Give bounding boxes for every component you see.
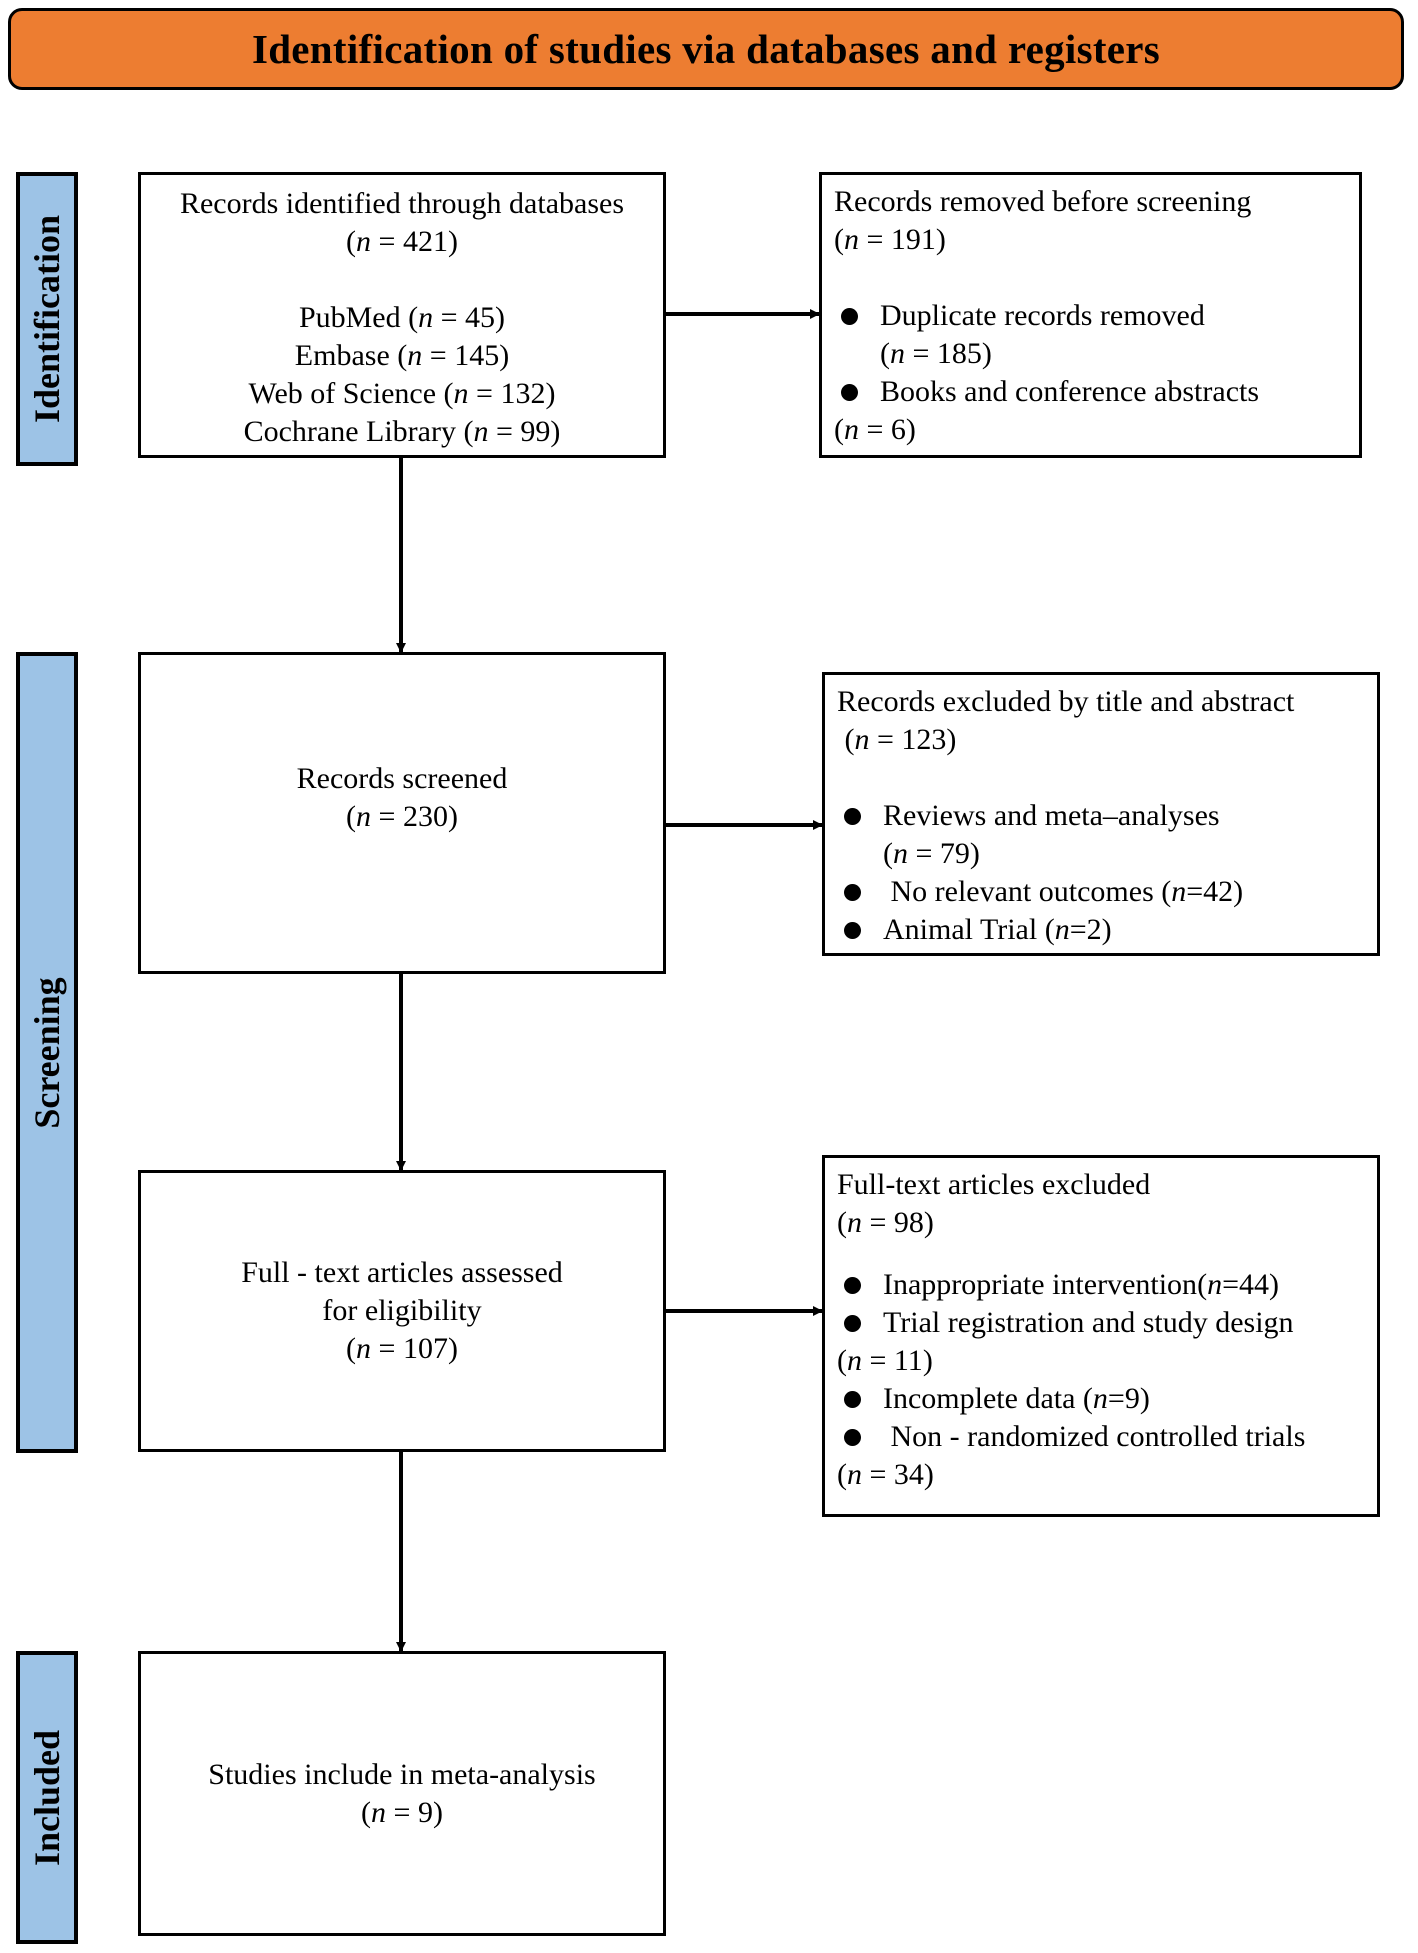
identified-box: Records identified through databases (n … xyxy=(138,172,666,458)
source-pubmed: PubMed (n = 45) xyxy=(298,301,506,334)
removed-item-duplicates-count: (n = 185) xyxy=(880,337,992,370)
excluded-full-item-nonrandomized-count: (n = 34) xyxy=(837,1458,934,1491)
removed-item-books: Books and conference abstracts xyxy=(834,373,1359,411)
bullet-icon xyxy=(844,1429,861,1446)
excluded-full-item-registration-count: (n = 11) xyxy=(837,1344,933,1377)
source-embase: Embase (n = 145) xyxy=(294,339,510,372)
identified-count: (n = 421) xyxy=(346,225,458,258)
removed-count: (n = 191) xyxy=(834,223,946,256)
identified-heading: Records identified through databases xyxy=(179,187,625,220)
diagram-title: Identification of studies via databases … xyxy=(251,26,1161,72)
included-box: Studies include in meta-analysis (n = 9) xyxy=(138,1651,666,1936)
source-web-of-science: Web of Science (n = 132) xyxy=(248,377,556,410)
title-banner: Identification of studies via databases … xyxy=(8,8,1404,90)
screened-count: (n = 230) xyxy=(346,800,458,833)
removed-item-duplicates: Duplicate records removed xyxy=(834,297,1359,335)
screened-box: Records screened (n = 230) xyxy=(138,652,666,974)
excluded-full-item-intervention: Inappropriate intervention(n = 44) xyxy=(837,1266,1377,1304)
excluded-full-item-incomplete: Incomplete data (n = 9) xyxy=(837,1380,1377,1418)
bullet-icon xyxy=(841,308,858,325)
removed-item-books-count: (n = 6) xyxy=(834,413,916,446)
stage-included: Included xyxy=(16,1651,78,1944)
excluded-title-box: Records excluded by title and abstract (… xyxy=(822,672,1380,956)
stage-identification: Identification xyxy=(16,172,78,466)
bullet-icon xyxy=(841,384,858,401)
excluded-title-item-outcomes: No relevant outcomes (n = 42) xyxy=(837,873,1377,911)
excluded-full-item-registration: Trial registration and study design xyxy=(837,1304,1377,1342)
assessed-line1: Full - text articles assessed xyxy=(241,1256,563,1289)
excluded-title-item-reviews: Reviews and meta–analyses xyxy=(837,797,1377,835)
bullet-icon xyxy=(844,1315,861,1332)
bullet-icon xyxy=(844,922,861,939)
excluded-full-heading: Full-text articles excluded xyxy=(837,1168,1151,1201)
bullet-icon xyxy=(844,884,861,901)
excluded-title-item-animal: Animal Trial (n = 2) xyxy=(837,911,1377,949)
excluded-title-count: (n = 123) xyxy=(837,723,957,756)
included-count: (n = 9) xyxy=(361,1795,443,1829)
bullet-icon xyxy=(844,808,861,825)
removed-box: Records removed before screening (n = 19… xyxy=(819,172,1362,458)
assessed-box: Full - text articles assessed for eligib… xyxy=(138,1170,666,1452)
assessed-count: (n = 107) xyxy=(346,1332,458,1365)
source-cochrane: Cochrane Library (n = 99) xyxy=(243,415,561,448)
excluded-title-heading: Records excluded by title and abstract xyxy=(837,685,1295,718)
bullet-icon xyxy=(844,1277,861,1294)
excluded-full-count: (n = 98) xyxy=(837,1206,934,1239)
removed-heading: Records removed before screening xyxy=(834,185,1252,218)
screened-heading: Records screened xyxy=(296,762,508,795)
excluded-full-box: Full-text articles excluded (n = 98) Ina… xyxy=(822,1155,1380,1517)
included-heading: Studies include in meta-analysis xyxy=(208,1757,596,1791)
stage-screening: Screening xyxy=(16,652,78,1453)
bullet-icon xyxy=(844,1391,861,1408)
excluded-full-item-nonrandomized: Non - randomized controlled trials xyxy=(837,1418,1377,1456)
excluded-title-item-reviews-count: (n = 79) xyxy=(883,837,980,870)
assessed-line2: for eligibility xyxy=(322,1294,482,1327)
